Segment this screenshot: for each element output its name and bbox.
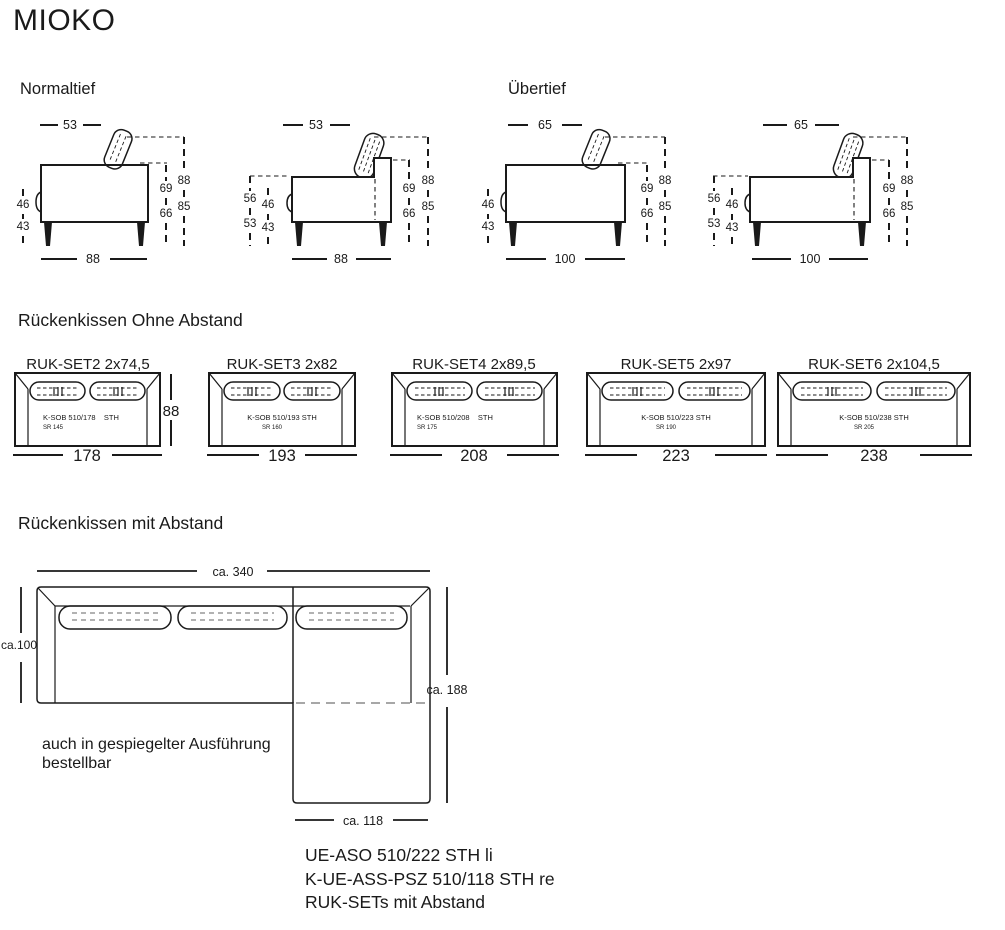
back-cushion-3	[295, 605, 408, 630]
dim-left-inner-upper: 46	[262, 199, 275, 211]
dim-right: ca. 188	[426, 683, 467, 697]
ruk-set-height-dim: 88	[163, 403, 180, 420]
dim-right-inner-lower: 66	[641, 208, 654, 220]
dim-left-outer-upper: 56	[244, 193, 257, 205]
section-heading-ruk-ohne-abstand: Rückenkissen Ohne Abstand	[18, 310, 243, 330]
dim-left-inner-lower: 43	[726, 222, 739, 234]
dim-top: ca. 340	[212, 565, 253, 579]
ruk-set-title: RUK-SET5 2x97	[621, 356, 732, 373]
footer-line-2: K-UE-ASS-PSZ 510/118 STH re	[305, 868, 555, 889]
mirrored-note-line-1: auch in gespiegelter Ausführung	[42, 736, 271, 753]
ruk-set-sr-label: SR 190	[656, 425, 677, 431]
dim-bottom-width: 88	[86, 252, 100, 266]
dim-right-inner-upper: 69	[160, 183, 173, 195]
dim-left: ca.100	[1, 638, 37, 652]
ruk-set-diagram-5: RUK-SET6 2x104,5 K-SOB 510/238 STH SR 20…	[776, 356, 972, 465]
ruk-set-width-dim: 178	[73, 447, 101, 465]
dim-right-outer-lower: 85	[178, 201, 191, 213]
dim-left-outer-lower: 53	[244, 218, 257, 230]
dim-left-outer-upper: 56	[708, 193, 721, 205]
dim-left-lower: 43	[482, 221, 495, 233]
dim-bottom-width: 100	[800, 252, 821, 266]
mirrored-note: auch in gespiegelter Ausführung bestellb…	[42, 735, 271, 773]
dim-bottom-width: 100	[555, 252, 576, 266]
dim-right-outer-lower: 85	[422, 201, 435, 213]
ruk-set-code-label: K-SOB 510/238 STH	[839, 413, 909, 422]
sideview-diagram-1: 53 69 66 88 85 46	[17, 118, 191, 266]
ruk-set-diagram-2: RUK-SET3 2x82 K-SOB 510/193 STH SR 160 1…	[207, 356, 357, 465]
dim-bottom: ca. 118	[343, 814, 383, 828]
sideview-diagram-3: 65 69 66 88 85 46	[482, 118, 672, 266]
ruk-set-diagram-1: RUK-SET2 2x74,5 K-SOB 510/178 STH SR 145…	[13, 356, 179, 465]
dim-right-outer-upper: 88	[178, 175, 191, 187]
ruk-set-width-dim: 208	[460, 447, 488, 465]
ruk-set-title: RUK-SET2 2x74,5	[26, 356, 149, 373]
footer-line-3: RUK-SETs mit Abstand	[305, 892, 485, 912]
ruk-set-width-dim: 223	[662, 447, 690, 465]
dim-left-lower: 43	[17, 221, 30, 233]
section-heading-normaltief: Normaltief	[20, 80, 96, 98]
sideview-diagram-4: 65 56 53 46 43	[708, 118, 914, 266]
dim-left-inner-lower: 43	[262, 222, 275, 234]
dim-right-outer-upper: 88	[659, 175, 672, 187]
ruk-set-code-label: K-SOB 510/178 STH	[43, 413, 119, 422]
dim-right-inner-lower: 66	[160, 208, 173, 220]
footer-codes: UE-ASO 510/222 STH li K-UE-ASS-PSZ 510/1…	[305, 844, 555, 915]
ruk-set-title: RUK-SET4 2x89,5	[412, 356, 535, 373]
dim-right-inner-upper: 69	[403, 183, 416, 195]
ruk-set-diagram-3: RUK-SET4 2x89,5 K-SOB 510/208 STH SR 175…	[390, 356, 559, 465]
dim-right-outer-upper: 88	[901, 175, 914, 187]
corner-sofa-diagram: ca. 340 ca.100 ca. 188	[1, 565, 468, 828]
dim-top-width: 65	[538, 118, 552, 132]
dim-right-inner-lower: 66	[403, 208, 416, 220]
dim-left-upper: 46	[482, 199, 495, 211]
ruk-set-title: RUK-SET3 2x82	[227, 356, 338, 373]
section-heading-ruk-mit-abstand: Rückenkissen mit Abstand	[18, 513, 224, 533]
dim-top-width: 65	[794, 118, 808, 132]
ruk-set-diagram-4: RUK-SET5 2x97 K-SOB 510/223 STH SR 190 2…	[585, 356, 767, 465]
ruk-set-sr-label: SR 175	[417, 425, 438, 431]
back-cushion-1	[58, 605, 172, 630]
sideview-diagram-2: 53 56 53 46 43	[244, 118, 435, 266]
dim-right-outer-upper: 88	[422, 175, 435, 187]
ruk-set-sr-label: SR 145	[43, 425, 64, 431]
ruk-set-width-dim: 238	[860, 447, 888, 465]
ruk-set-width-dim: 193	[268, 447, 296, 465]
back-cushion	[103, 128, 133, 170]
ruk-set-title: RUK-SET6 2x104,5	[808, 356, 940, 373]
dim-top-width: 53	[63, 118, 77, 132]
dim-left-outer-lower: 53	[708, 218, 721, 230]
ruk-set-code-label: K-SOB 510/193 STH	[247, 413, 317, 422]
footer-line-1: UE-ASO 510/222 STH li	[305, 845, 493, 865]
dim-right-outer-lower: 85	[901, 201, 914, 213]
mirrored-note-line-2: bestellbar	[42, 755, 112, 772]
page-title: MIOKO	[13, 4, 116, 37]
dim-top-width: 53	[309, 118, 323, 132]
dim-left-upper: 46	[17, 199, 30, 211]
dim-right-inner-lower: 66	[883, 208, 896, 220]
back-cushion	[581, 128, 611, 170]
dim-right-inner-upper: 69	[641, 183, 654, 195]
dim-right-inner-upper: 69	[883, 183, 896, 195]
ruk-set-sr-label: SR 160	[262, 425, 283, 431]
back-cushion-2	[177, 605, 288, 630]
ruk-set-code-label: K-SOB 510/208 STH	[417, 413, 493, 422]
dim-left-inner-upper: 46	[726, 199, 739, 211]
dim-right-outer-lower: 85	[659, 201, 672, 213]
ruk-set-sr-label: SR 205	[854, 425, 875, 431]
dim-bottom-width: 88	[334, 252, 348, 266]
ruk-set-code-label: K-SOB 510/223 STH	[641, 413, 711, 422]
section-heading-uebertief: Übertief	[508, 80, 566, 98]
